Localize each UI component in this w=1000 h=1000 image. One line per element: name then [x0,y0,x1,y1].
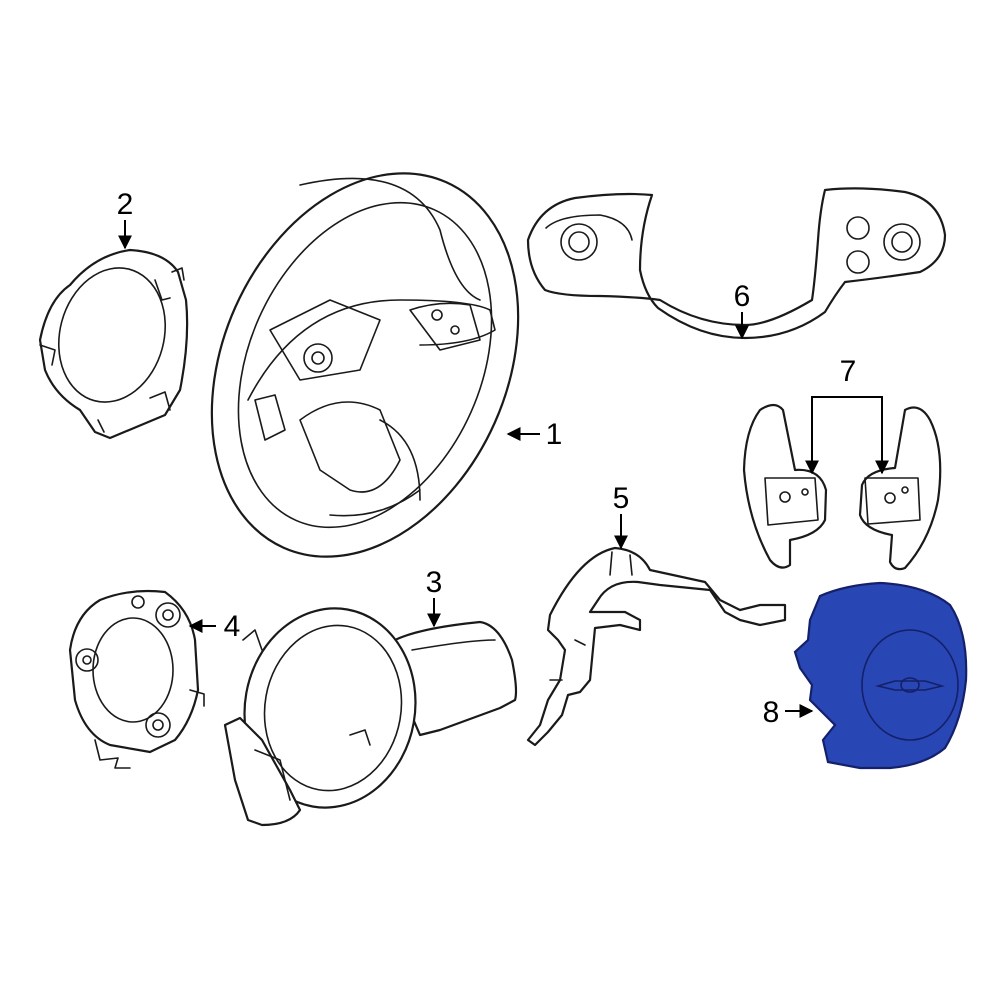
paddle-shifters-part[interactable] [742,403,942,571]
callout-7: 7 [840,355,857,388]
rear-housing-part[interactable] [223,595,518,827]
multifunction-switch-part[interactable] [526,187,947,340]
rear-cover-part[interactable] [38,248,189,440]
callout-5: 5 [613,482,630,515]
logo-emblem-icon [874,677,946,693]
callout-1: 1 [546,418,563,451]
callout-2: 2 [117,188,134,221]
wiring-harness-part[interactable] [526,546,787,747]
callout-4: 4 [224,610,241,643]
leader-7 [805,396,889,475]
mounting-frame-part[interactable] [68,589,205,769]
steering-wheel-part[interactable] [154,125,576,606]
airbag-module-part[interactable] [793,581,968,770]
callout-3: 3 [426,566,443,599]
leader-lines [118,220,889,718]
callout-6: 6 [734,280,751,313]
callout-8: 8 [763,696,780,729]
